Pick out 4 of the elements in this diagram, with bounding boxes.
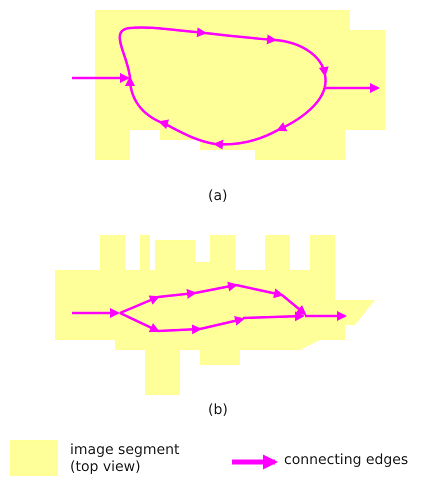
legend-text: connecting edges bbox=[284, 452, 410, 469]
panel-label: (b) bbox=[208, 402, 228, 419]
panel-label: (a) bbox=[208, 188, 228, 205]
legend-text: image segment (top view) bbox=[70, 442, 180, 476]
